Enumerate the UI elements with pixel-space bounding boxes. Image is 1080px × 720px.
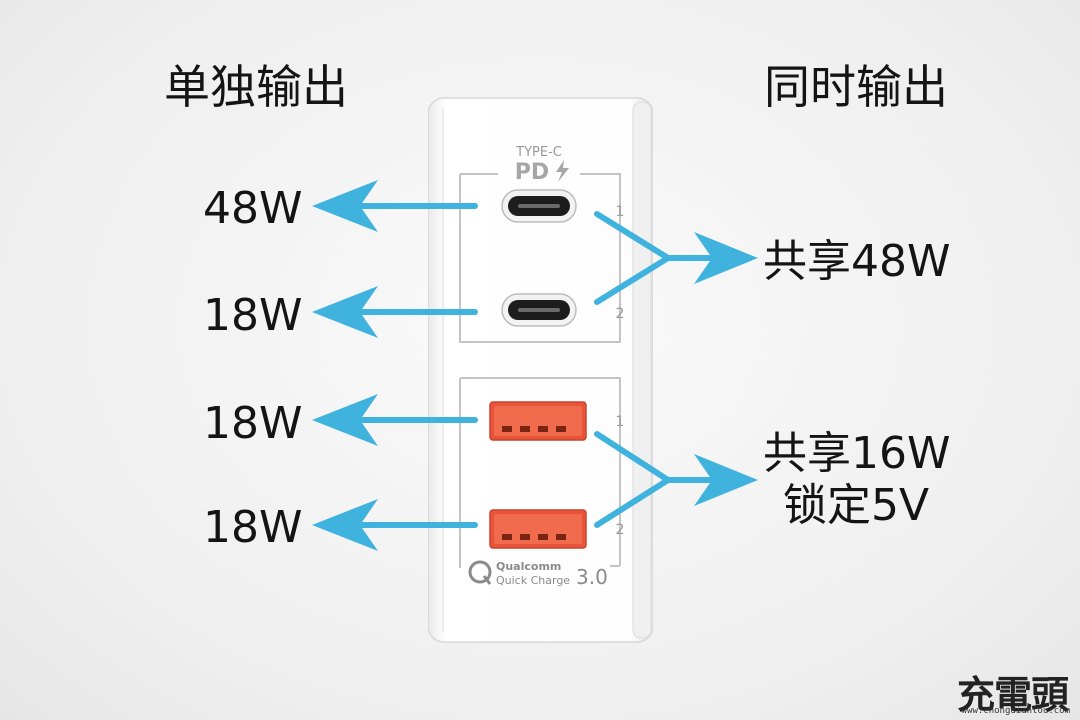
port-number-a2: 2	[616, 522, 625, 538]
pd-label: PD	[515, 160, 549, 185]
port-number-a1: 1	[616, 414, 625, 430]
shared-usb-a-label: 共享16W	[763, 432, 951, 476]
locked-voltage-label: 锁定5V	[783, 484, 929, 528]
shared-type-c-label: 共享48W	[763, 240, 951, 284]
usb-a-port-2	[490, 510, 586, 548]
watermark-logo: 充電頭 www.chongdiantou.com	[936, 664, 1076, 716]
type-c-port-2	[502, 294, 576, 326]
port-number-c2: 2	[616, 306, 625, 322]
watt-label-usb-a-1: 18W	[203, 402, 303, 446]
watt-label-type-c-1: 48W	[203, 187, 303, 231]
port-number-c1: 1	[616, 204, 625, 220]
charger-body: TYPE-C PD 1 2 1 2 Qualcomm Quick Charge …	[428, 96, 653, 644]
qc-version-text: 3.0	[576, 565, 608, 589]
usb-a-port-1	[490, 402, 586, 440]
watermark-url: www.chongdiantou.com	[962, 706, 1070, 716]
heading-simultaneous-output: 同时输出	[764, 64, 948, 110]
type-c-port-1	[502, 190, 576, 222]
watt-label-usb-a-2: 18W	[203, 506, 303, 550]
type-c-label: TYPE-C	[515, 145, 562, 160]
watt-label-type-c-2: 18W	[203, 294, 303, 338]
qualcomm-text: Qualcomm	[496, 560, 561, 573]
heading-single-output: 单独输出	[164, 64, 348, 110]
quick-charge-text: Quick Charge	[496, 574, 570, 587]
